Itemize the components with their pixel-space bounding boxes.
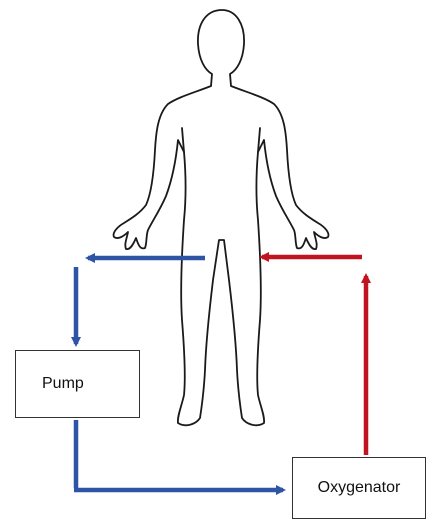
oxygenator-box: Oxygenator	[292, 457, 426, 519]
human-body-outline-icon	[114, 10, 329, 425]
pump-label: Pump	[42, 375, 84, 393]
arterial-flow-arrows	[262, 257, 366, 455]
oxygenator-label: Oxygenator	[318, 479, 401, 497]
pump-box: Pump	[15, 350, 140, 418]
